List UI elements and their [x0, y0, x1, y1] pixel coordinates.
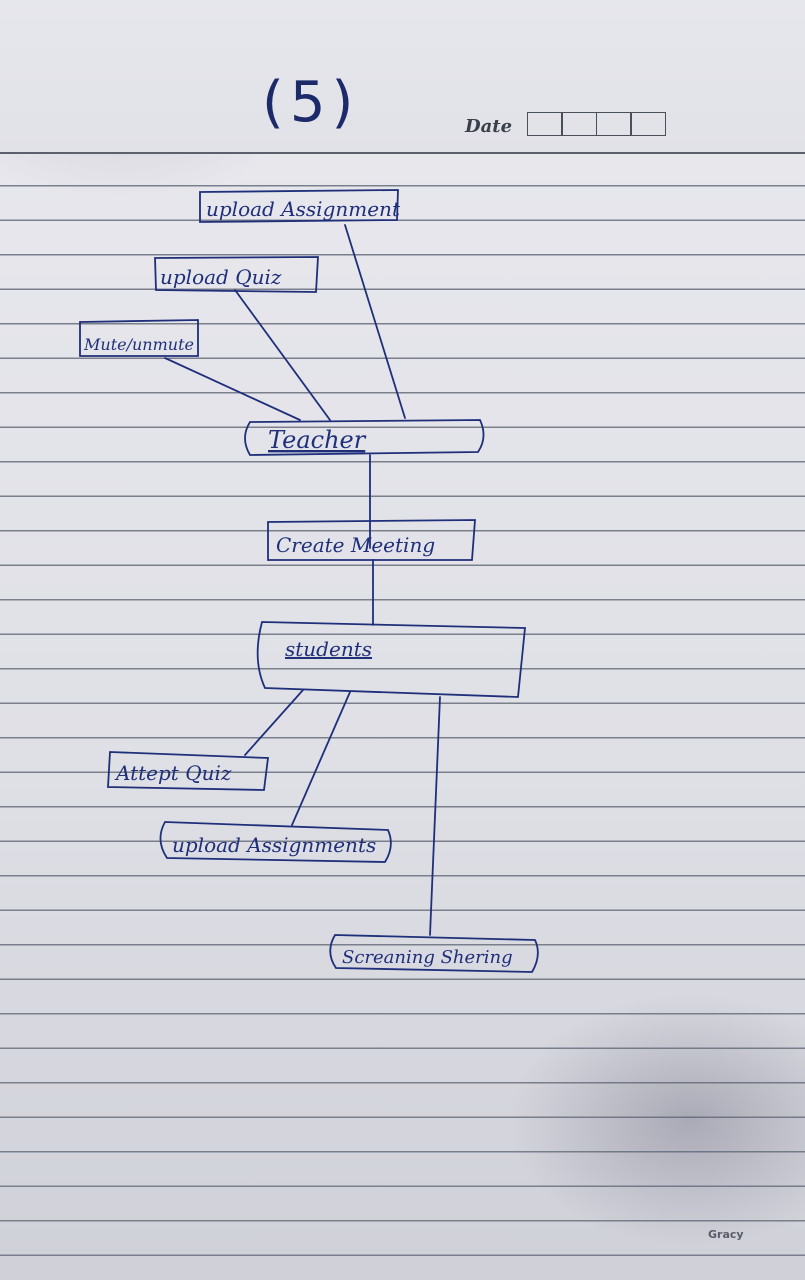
connector-mute-unmute — [164, 357, 301, 421]
date-box — [561, 112, 597, 136]
upload-quiz-label: upload Quiz — [160, 265, 282, 289]
page-number: (5) — [262, 70, 360, 135]
brand-mark: Gracy — [708, 1228, 744, 1241]
students-label: students — [285, 637, 372, 661]
attempt-quiz-box — [107, 751, 270, 791]
connector-upload-assignments-student — [291, 691, 351, 826]
date-box — [526, 112, 563, 136]
date-label: Date — [465, 116, 513, 137]
create-meeting-label: Create Meeting — [276, 533, 435, 557]
upload-assignment-teacher-label: upload Assignment — [206, 197, 401, 221]
screen-sharing-label: Screaning Shering — [342, 947, 513, 968]
mute-unmute-label: Mute/unmute — [83, 335, 194, 354]
upload-assignments-box — [159, 821, 392, 863]
attempt-quiz-label: Attept Quiz — [114, 761, 232, 785]
students-box — [256, 621, 526, 698]
date-box — [630, 112, 666, 136]
connector-upload-quiz — [234, 289, 331, 421]
date-field — [526, 112, 666, 136]
teacher-label: Teacher — [268, 426, 367, 454]
mute-unmute-box — [79, 319, 199, 357]
date-box — [595, 112, 632, 136]
upload-assignments-label: upload Assignments — [172, 833, 376, 857]
teacher-box — [244, 419, 485, 456]
screen-sharing-box — [329, 934, 539, 973]
upload-quiz-box — [154, 256, 319, 293]
create-meeting-box — [267, 519, 476, 561]
connector-upload-assignment-teacher — [344, 224, 406, 419]
page-header-band — [0, 0, 805, 154]
upload-assignment-teacher-box — [199, 189, 399, 223]
connector-attempt-quiz — [244, 689, 304, 756]
connector-screen-sharing — [429, 696, 441, 936]
